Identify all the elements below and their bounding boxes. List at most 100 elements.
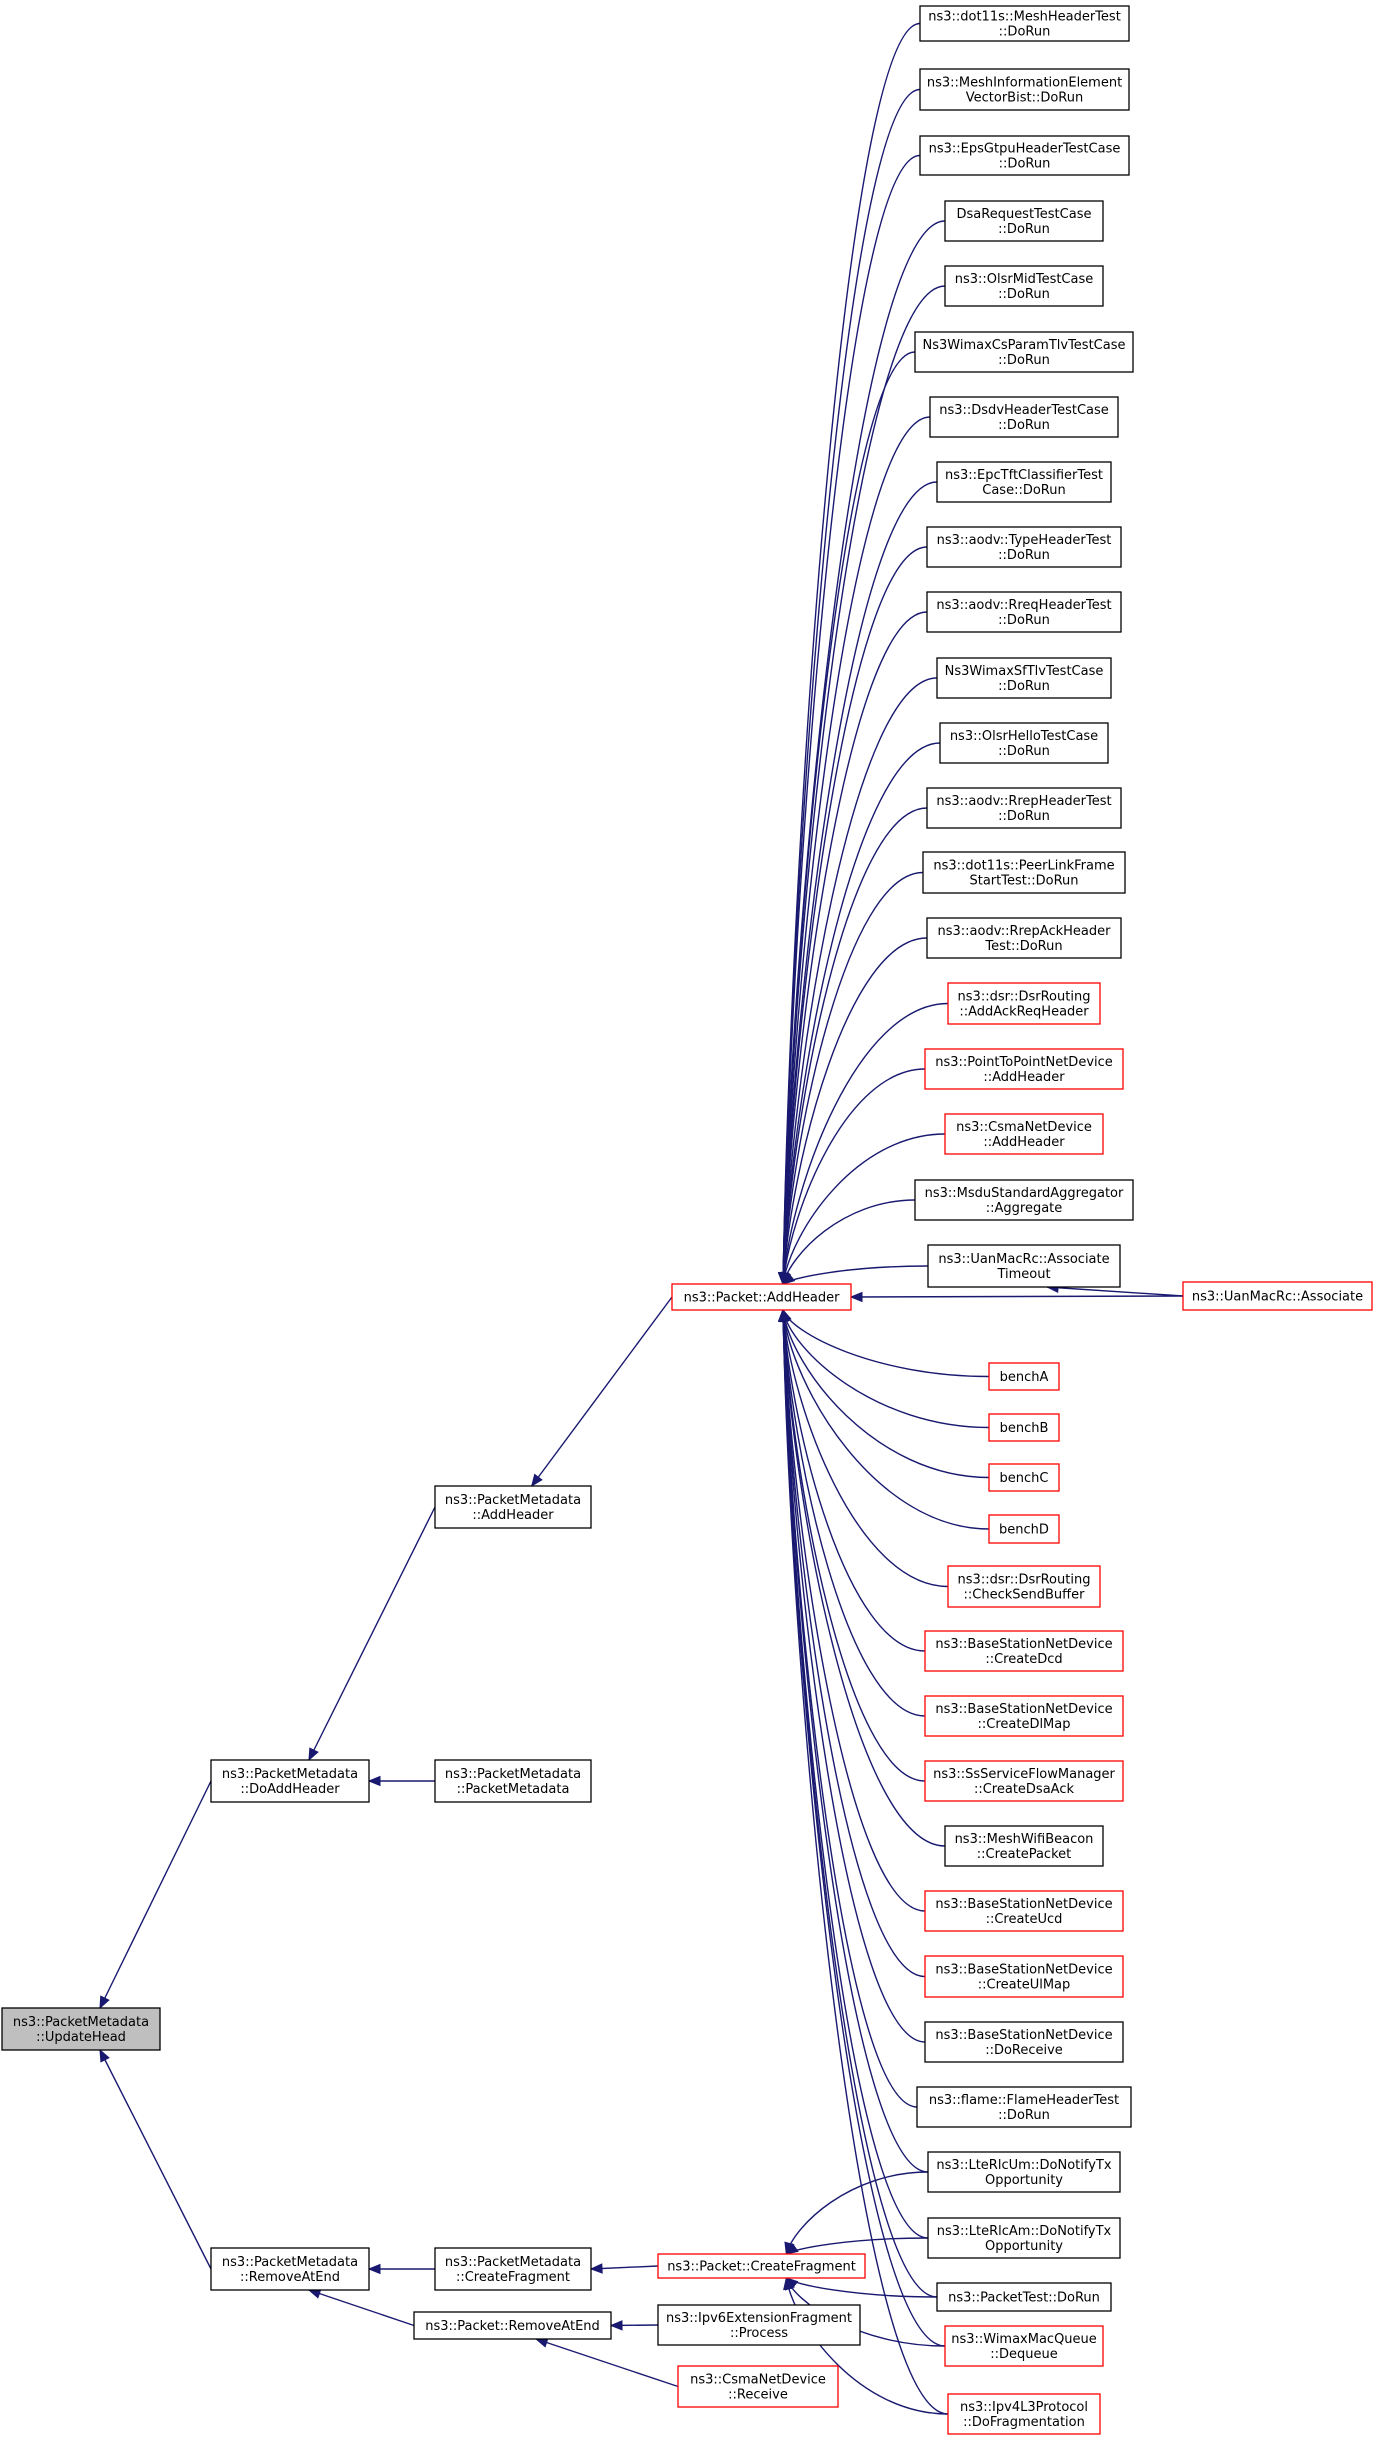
node-n36[interactable]: ns3::BaseStationNetDevice::DoReceive xyxy=(924,2021,1124,2063)
node-label-line: Ns3WimaxSfTlvTestCase xyxy=(945,664,1104,679)
edge-n40-to-n3 xyxy=(782,1309,938,2298)
node-box xyxy=(919,68,1130,111)
node-label-line: Opportunity xyxy=(985,2239,1063,2254)
node-n49[interactable]: ns3::CsmaNetDevice::Receive xyxy=(677,2365,839,2408)
node-n32[interactable]: ns3::SsServiceFlowManager::CreateDsaAck xyxy=(924,1760,1124,1802)
node-n41[interactable]: ns3::WimaxMacQueue::Dequeue xyxy=(944,2325,1104,2367)
node-n25[interactable]: benchA xyxy=(988,1362,1060,1391)
node-n17[interactable]: ns3::dot11s::PeerLinkFrameStartTest::DoR… xyxy=(922,851,1126,894)
node-label-line: ns3::dsr::DsrRouting xyxy=(958,990,1091,1005)
node-n40[interactable]: ns3::PacketTest::DoRun xyxy=(936,2282,1112,2312)
edge-n39-to-n46 xyxy=(785,2237,929,2255)
arrowhead-n45-to-n44 xyxy=(367,2263,381,2275)
node-label-line: ns3::WimaxMacQueue xyxy=(951,2332,1097,2347)
node-box xyxy=(916,2086,1132,2128)
edge-n2-to-n1 xyxy=(308,1506,436,1761)
node-label-line: ::AddHeader xyxy=(983,1135,1065,1150)
node-n3[interactable]: ns3::Packet::AddHeader xyxy=(671,1283,852,1311)
edge-n49-to-n47 xyxy=(535,2338,679,2388)
node-label-line: ns3::UanMacRc::Associate xyxy=(938,1252,1109,1267)
edge-n29-to-n3 xyxy=(782,1309,949,1588)
node-n8[interactable]: ns3::OlsrMidTestCase::DoRun xyxy=(944,265,1104,307)
node-label-line: VectorBist::DoRun xyxy=(966,91,1083,106)
node-n43[interactable]: ns3::PacketMetadata::PacketMetadata xyxy=(434,1759,592,1803)
node-n24[interactable]: ns3::UanMacRc::Associate xyxy=(1182,1281,1373,1311)
node-n35[interactable]: ns3::BaseStationNetDevice::CreateUlMap xyxy=(924,1955,1124,1998)
node-n48[interactable]: ns3::Ipv6ExtensionFragment::Process xyxy=(657,2304,861,2346)
node-label-line: ::AddHeader xyxy=(983,1070,1065,1085)
node-n37[interactable]: ns3::flame::FlameHeaderTest::DoRun xyxy=(916,2086,1132,2128)
node-label-line: benchD xyxy=(999,1523,1049,1538)
arrowhead-n43-to-n1 xyxy=(367,1775,381,1787)
node-label-line: ns3::EpcTftClassifierTest xyxy=(945,468,1103,483)
edge-n12-to-n3 xyxy=(782,546,928,1285)
node-n10[interactable]: ns3::DsdvHeaderTestCase::DoRun xyxy=(929,396,1119,438)
node-label-line: ::DoRun xyxy=(999,157,1051,172)
edge-n25-to-n3 xyxy=(782,1309,990,1378)
node-n44[interactable]: ns3::PacketMetadata::RemoveAtEnd xyxy=(210,2247,370,2291)
edge-n47-to-n44 xyxy=(308,2289,415,2327)
edge-n38-to-n3 xyxy=(782,1309,929,2173)
node-label-line: ::DoRun xyxy=(998,679,1050,694)
node-n7[interactable]: DsaRequestTestCase::DoRun xyxy=(944,200,1104,242)
node-label-line: ::DoRun xyxy=(998,222,1050,237)
node-label-line: ::CreateUlMap xyxy=(978,1978,1071,1993)
edge-n31-to-n3 xyxy=(782,1309,926,1717)
node-n4[interactable]: ns3::dot11s::MeshHeaderTest::DoRun xyxy=(919,5,1130,42)
node-box xyxy=(924,1630,1124,1672)
node-n27[interactable]: benchC xyxy=(988,1463,1060,1492)
node-n20[interactable]: ns3::PointToPointNetDevice::AddHeader xyxy=(924,1048,1124,1090)
node-box xyxy=(926,591,1122,633)
node-box xyxy=(926,526,1122,568)
node-n46[interactable]: ns3::Packet::CreateFragment xyxy=(657,2253,866,2279)
node-n29[interactable]: ns3::dsr::DsrRouting::CheckSendBuffer xyxy=(947,1565,1101,1608)
node-label-line: ns3::CsmaNetDevice xyxy=(956,1120,1092,1135)
node-label-line: ::CreateDsaAck xyxy=(974,1782,1075,1797)
node-box xyxy=(924,1890,1124,1932)
node-n13[interactable]: ns3::aodv::RreqHeaderTest::DoRun xyxy=(926,591,1122,633)
node-n15[interactable]: ns3::OlsrHelloTestCase::DoRun xyxy=(939,722,1109,764)
node-n2[interactable]: ns3::PacketMetadata::AddHeader xyxy=(434,1485,592,1529)
node-n0[interactable]: ns3::PacketMetadata::UpdateHead xyxy=(1,2007,161,2051)
node-box xyxy=(210,1759,370,1803)
node-label-line: ns3::aodv::RreqHeaderTest xyxy=(936,598,1111,613)
edge-n9-to-n3 xyxy=(782,351,916,1285)
node-box xyxy=(657,2304,861,2346)
node-box xyxy=(434,1759,592,1803)
edge-n36-to-n3 xyxy=(782,1309,926,2043)
node-label-line: ns3::LteRlcUm::DoNotifyTx xyxy=(936,2158,1111,2173)
node-n33[interactable]: ns3::MeshWifiBeacon::CreatePacket xyxy=(944,1825,1104,1867)
node-n47[interactable]: ns3::Packet::RemoveAtEnd xyxy=(413,2311,612,2340)
node-n42[interactable]: ns3::Ipv4L3Protocol::DoFragmentation xyxy=(947,2393,1101,2435)
node-label-line: ns3::PacketTest::DoRun xyxy=(948,2291,1100,2306)
node-n1[interactable]: ns3::PacketMetadata::DoAddHeader xyxy=(210,1759,370,1803)
node-box xyxy=(919,5,1130,42)
node-n28[interactable]: benchD xyxy=(988,1514,1060,1544)
node-label-line: ::DoRun xyxy=(998,2108,1050,2123)
node-n14[interactable]: Ns3WimaxSfTlvTestCase::DoRun xyxy=(936,657,1112,699)
node-n16[interactable]: ns3::aodv::RrepHeaderTest::DoRun xyxy=(926,787,1122,829)
node-n26[interactable]: benchB xyxy=(988,1413,1060,1442)
node-n5[interactable]: ns3::MeshInformationElementVectorBist::D… xyxy=(919,68,1130,111)
node-label-line: ::DoRun xyxy=(999,25,1051,40)
node-box xyxy=(210,2247,370,2291)
node-n21[interactable]: ns3::CsmaNetDevice::AddHeader xyxy=(944,1113,1104,1155)
node-n30[interactable]: ns3::BaseStationNetDevice::CreateDcd xyxy=(924,1630,1124,1672)
node-n12[interactable]: ns3::aodv::TypeHeaderTest::DoRun xyxy=(926,526,1122,568)
node-box xyxy=(671,1283,852,1311)
node-n6[interactable]: ns3::EpsGtpuHeaderTestCase::DoRun xyxy=(919,135,1130,176)
node-n45[interactable]: ns3::PacketMetadata::CreateFragment xyxy=(434,2247,592,2291)
node-n19[interactable]: ns3::dsr::DsrRouting::AddAckReqHeader xyxy=(947,982,1101,1025)
node-n34[interactable]: ns3::BaseStationNetDevice::CreateUcd xyxy=(924,1890,1124,1932)
node-label-line: ::CreateFragment xyxy=(456,2270,570,2285)
node-label-line: ns3::dsr::DsrRouting xyxy=(958,1573,1091,1588)
node-n31[interactable]: ns3::BaseStationNetDevice::CreateDlMap xyxy=(924,1695,1124,1737)
node-n22[interactable]: ns3::MsduStandardAggregator::Aggregate xyxy=(914,1179,1134,1221)
node-n9[interactable]: Ns3WimaxCsParamTlvTestCase::DoRun xyxy=(914,331,1134,373)
node-label-line: ns3::PacketMetadata xyxy=(445,1767,581,1782)
